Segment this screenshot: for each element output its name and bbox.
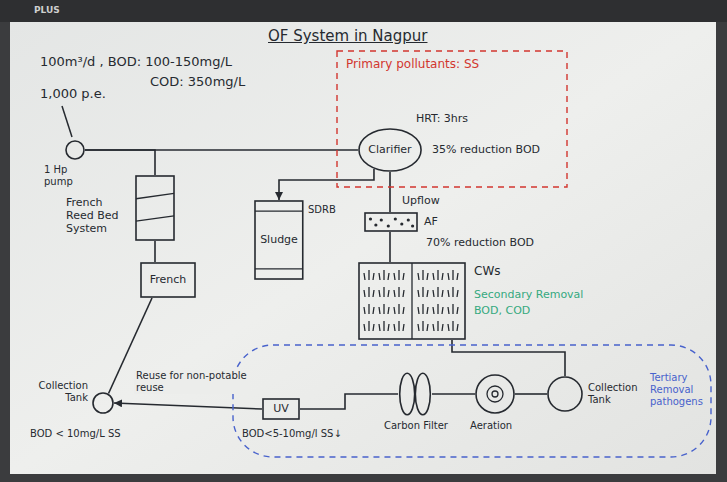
box-outline <box>359 263 465 339</box>
pipe-connector <box>389 232 391 262</box>
reed-bed-box: French Reed Bed System <box>135 175 175 241</box>
circle-outline <box>548 377 582 411</box>
sludge-bed-box: SDRBSludge <box>254 200 304 280</box>
connector-label: Reuse for non-potable reuse <box>134 370 250 394</box>
box-outline <box>141 263 195 297</box>
pipe-connector <box>279 169 374 200</box>
node-shape <box>398 372 432 416</box>
shape-detail <box>487 386 503 402</box>
shape-detail <box>400 373 431 414</box>
stage-note: Secondary Removal <box>474 288 583 301</box>
board-brand: PLUS <box>34 5 60 16</box>
circle-outline <box>359 129 421 171</box>
node-label: Sludge <box>260 233 298 246</box>
node-caption: Upflow <box>402 194 452 207</box>
collection-tank-circle: Collection Tank <box>547 376 583 412</box>
filter-pair: Carbon Filter <box>398 372 432 416</box>
node-shape <box>475 374 515 414</box>
pipe-connector <box>154 241 156 262</box>
process-note: 70% reduction BOD <box>426 236 534 249</box>
process-note: 35% reduction BOD <box>432 143 540 156</box>
box-outline <box>255 201 303 279</box>
node-caption: 1 Hp pump <box>44 164 88 188</box>
circle-outline <box>66 141 84 159</box>
box-outline <box>263 399 299 419</box>
process-note: HRT: 3hrs <box>416 112 468 125</box>
flow-note: 100m³/d , BOD: 100-150mg/L <box>40 54 232 70</box>
anaerobic-filter-box: UpflowAF <box>364 212 418 232</box>
circle-outline <box>93 393 113 413</box>
leader-line <box>62 106 72 137</box>
circle-outline <box>476 375 514 413</box>
clarifier-circle: Clarifier <box>358 128 422 172</box>
box-outline <box>337 51 567 187</box>
node-shape <box>232 344 712 458</box>
node-caption: SDRB <box>308 204 352 216</box>
node-shape <box>135 175 175 241</box>
pipe-connector <box>85 150 155 175</box>
node-label: UV <box>273 402 289 415</box>
node-caption: Aeration <box>470 420 530 432</box>
node-caption: CWs <box>474 264 514 278</box>
flow-note: 1,000 p.e. <box>40 86 106 102</box>
node-caption: French Reed Bed System <box>66 196 128 236</box>
node-shape <box>65 140 85 160</box>
node-shape <box>364 212 418 232</box>
board-top-rail <box>0 0 727 22</box>
node-label: Clarifier <box>368 143 411 156</box>
node-shape <box>358 262 466 340</box>
aeration-tank: Aeration <box>475 374 515 414</box>
french-box: French <box>140 262 196 298</box>
node-caption: Collection Tank <box>588 382 648 406</box>
collection-tank-circle: Collection Tank <box>92 392 114 414</box>
node-caption: AF <box>424 215 454 228</box>
diagram-title: OF System in Nagpur <box>268 27 427 45</box>
uv-box: UV <box>262 398 300 420</box>
tertiary-region: Tertiary Removal pathogensCollection Tan… <box>232 344 712 458</box>
shape-detail <box>364 263 458 339</box>
shape-detail <box>255 211 303 269</box>
pipe-connector <box>432 393 475 395</box>
constructed-wetland-box: CWs <box>358 262 466 340</box>
node-shape <box>547 376 583 412</box>
node-shape <box>92 392 114 414</box>
quality-note: BOD < 10mg/L SS <box>30 428 121 440</box>
node-caption: Tertiary Removal pathogens <box>650 372 708 408</box>
pipe-connector <box>515 393 547 395</box>
flow-note: COD: 350mg/L <box>150 74 245 90</box>
shape-detail <box>369 217 414 227</box>
node-caption: Collection Tank <box>30 380 88 404</box>
stage-note: BOD, COD <box>474 304 530 317</box>
pump-circle: 1 Hp pump <box>65 140 85 160</box>
box-outline <box>365 213 417 231</box>
box-outline <box>136 176 174 240</box>
board-surface <box>10 22 716 474</box>
node-caption: Carbon Filter <box>384 420 456 432</box>
pipe-connector <box>389 172 391 212</box>
node-label: French <box>150 273 187 286</box>
pipe-connector <box>300 394 398 409</box>
region-outline <box>233 345 711 457</box>
quality-note: BOD<5-10mg/l SS↓ <box>242 428 342 440</box>
node-caption: Primary pollutants: SS <box>346 57 556 71</box>
pipe-connector <box>114 403 262 409</box>
shape-detail <box>136 193 174 221</box>
